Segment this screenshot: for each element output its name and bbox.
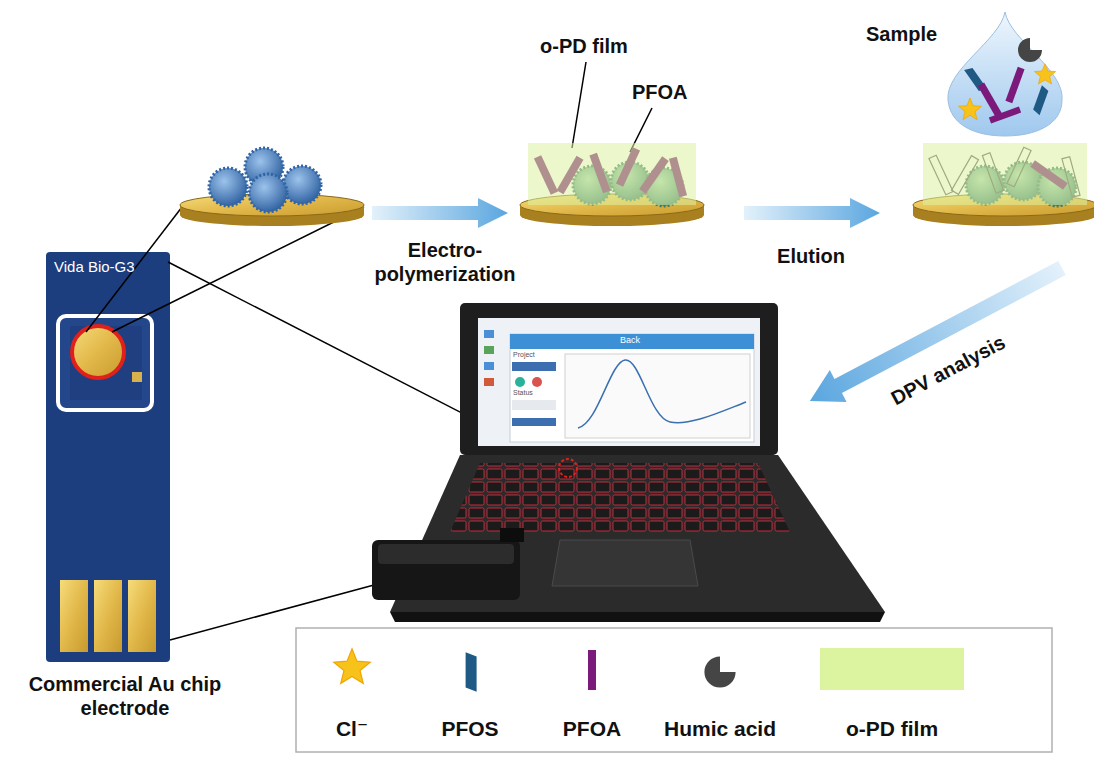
legend-text: o-PD film	[822, 716, 962, 741]
bare-electrode	[180, 148, 364, 226]
chip-electrode	[46, 252, 170, 662]
part-label: Sample	[866, 22, 948, 46]
chip-label: Vida Bio-G3	[54, 258, 162, 276]
part-label: o-PD film	[540, 34, 650, 58]
part-label: PFOA	[632, 80, 712, 104]
screen-text: Status	[513, 389, 557, 397]
step-label: DPV analysis	[872, 322, 1025, 418]
step-label: Elution	[766, 244, 856, 268]
step-label: Electro-polymerization	[360, 238, 530, 286]
legend-text: Cl⁻	[282, 716, 422, 741]
legend-text: PFOA	[522, 716, 662, 741]
laptop	[372, 303, 885, 622]
process-arrow	[372, 198, 508, 228]
chip-body: Vida Bio-G3	[48, 252, 168, 662]
sample-drop	[948, 12, 1062, 136]
process-arrow	[744, 198, 880, 228]
mip-electrode	[520, 143, 704, 226]
legend-swatch	[820, 648, 964, 690]
legend-box	[296, 628, 1052, 752]
process-arrow	[801, 252, 1070, 417]
caption-label: Commercial Au chip electrode	[28, 672, 222, 720]
legend-text: Humic acid	[650, 716, 790, 741]
screen-text: Back	[600, 335, 660, 346]
screen-text: Project	[513, 351, 557, 359]
eluted-electrode	[913, 143, 1094, 226]
legend-text: PFOS	[400, 716, 540, 741]
